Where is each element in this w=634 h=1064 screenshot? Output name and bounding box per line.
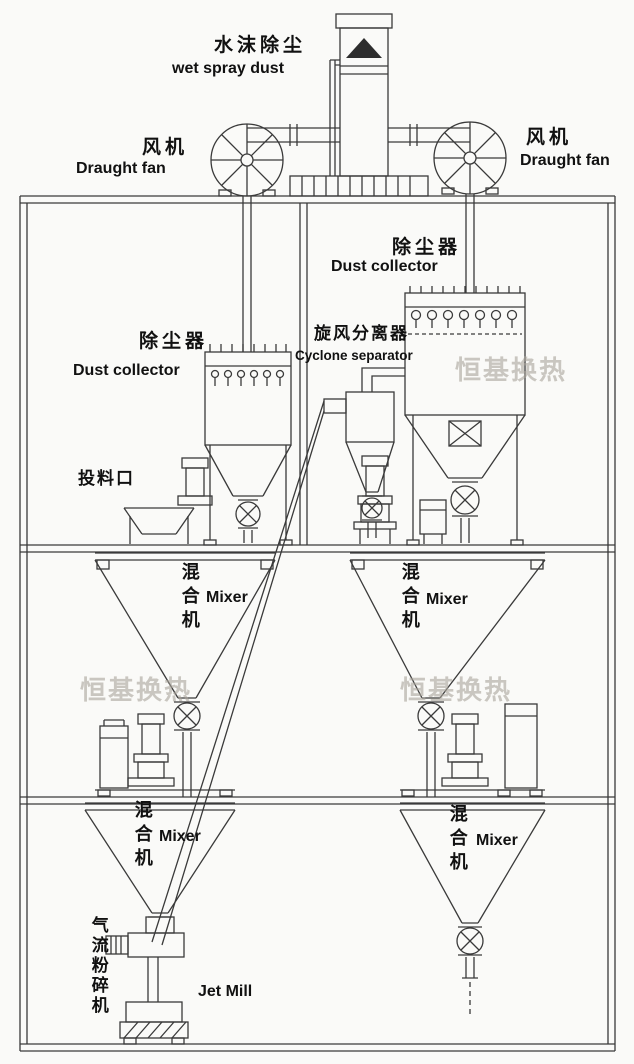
mixer-upper-right-label-cn: 混合机 [399,562,420,634]
mixer-upper-right-equipment [349,552,546,797]
mixer-lower-left-label-cn: 混合机 [132,800,153,872]
dust-collector-right-label-cn: 除尘器 [392,237,462,258]
mixer-upper-left-label-cn: 混合机 [179,562,200,634]
jet-mill-label-cn: 气流粉碎机 [88,916,108,1016]
jet-mill-label-en: Jet Mill [198,983,253,1000]
mixer-upper-left-equipment [94,552,276,797]
wet-spray-label-cn: 水沫除尘 [214,35,307,56]
wet-scrubber-tower [289,13,429,197]
watermark-text: 恒基换热 [455,355,568,385]
mixer-lower-right-equipment [399,802,546,1014]
draught-fan-right [433,121,507,293]
draught-fan-right-label-cn: 风机 [526,127,573,148]
dust-collector-right-equipment [404,286,526,546]
dust-collector-left-label-cn: 除尘器 [139,331,209,352]
mixer-drive-upper-right [353,455,447,544]
pneumatic-conveying-pipe [151,400,325,946]
mixer-drive-lower-left [95,713,235,797]
wet-spray-label-en: wet spray dust [172,60,285,77]
feed-port-label-cn: 投料口 [78,469,135,488]
draught-fan-left-label-cn: 风机 [142,137,189,158]
mixer-lower-right-label-cn: 混合机 [447,804,468,876]
mixer-upper-right-label-en: Mixer [426,591,468,608]
draught-fan-left [210,123,284,352]
mixer-drive-lower-right [400,703,545,797]
mixer-lower-left-equipment [84,802,236,918]
dust-collector-left-equipment [203,344,293,546]
mixer-upper-left-label-en: Mixer [206,589,248,606]
cyclone-separator-label-en: Cyclone separator [295,348,413,363]
mixer-lower-right-label-en: Mixer [476,832,518,849]
mixer-lower-left-label-en: Mixer [159,828,201,845]
draught-fan-right-label-en: Draught fan [520,152,610,169]
watermark-text: 恒基换热 [400,675,513,705]
feed-port-station [123,457,213,544]
cyclone-separator-label-cn: 旋风分离器 [314,324,409,343]
jet-mill-equipment [105,916,189,1045]
main-duct [247,124,470,146]
dust-collector-left-label-en: Dust collector [73,362,180,379]
draught-fan-left-label-en: Draught fan [76,160,166,177]
cyclone-separator-equipment [323,367,405,538]
watermark-text: 恒基换热 [80,675,193,705]
dust-collector-right-label-en: Dust collector [331,258,438,275]
